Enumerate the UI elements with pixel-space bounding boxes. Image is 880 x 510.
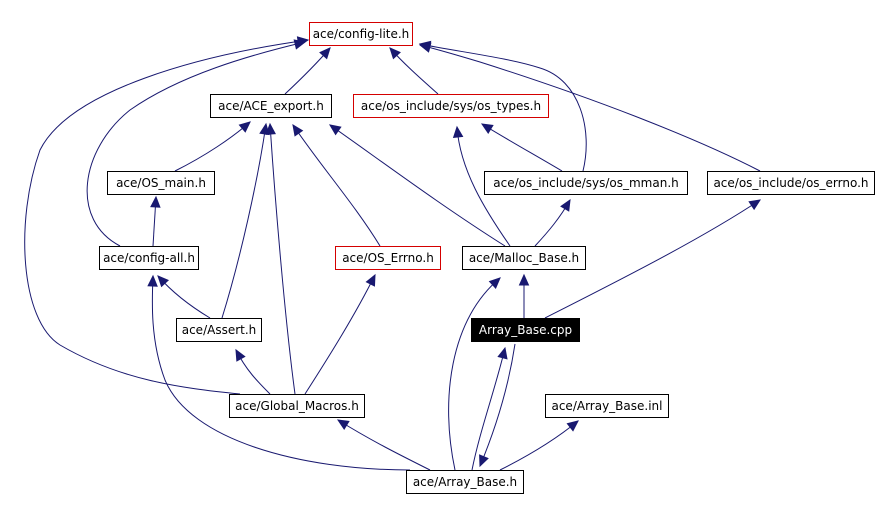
- edge-global-macros-to-os-errno: [304, 274, 376, 395]
- node-malloc-base[interactable]: ace/Malloc_Base.h: [462, 246, 586, 270]
- edge-os-types-to-config-lite-arrowhead: [389, 47, 401, 60]
- edge-assert-to-config-all-arrowhead: [157, 275, 170, 288]
- edge-global-macros-to-assert-arrowhead: [235, 348, 246, 362]
- edge-array-base-h-to-array-base-inl: [499, 420, 579, 471]
- edge-array-base-cpp-to-array-base-h: [479, 343, 516, 467]
- edge-array-base-h-to-global-macros-arrowhead: [336, 419, 350, 430]
- edge-config-all-to-config-lite: [86, 41, 306, 247]
- edge-array-base-cpp-to-array-base-h-arrowhead: [479, 454, 489, 468]
- edge-global-macros-to-config-all: [24, 39, 309, 395]
- node-os-errno-include[interactable]: ace/os_include/os_errno.h: [707, 171, 875, 195]
- edge-global-macros-to-config-all-arrowhead: [296, 36, 310, 47]
- edge-os-main-to-ace-export-arrowhead: [238, 121, 251, 133]
- node-os-types[interactable]: ace/os_include/sys/os_types.h: [353, 94, 549, 118]
- edge-array-base-h-to-config-all-arrowhead: [147, 274, 158, 287]
- edge-os-errno-include-to-config-lite-arrowhead: [418, 42, 432, 53]
- edge-array-base-h-to-global-macros: [337, 419, 431, 471]
- edge-config-all-to-os-main-arrowhead: [150, 195, 161, 208]
- node-os-main[interactable]: ace/OS_main.h: [107, 171, 215, 195]
- edge-os-errno-to-ace-export-arrowhead: [292, 123, 304, 137]
- node-config-all[interactable]: ace/config-all.h: [99, 246, 199, 270]
- edge-os-errno-to-ace-export: [292, 124, 381, 247]
- node-config-lite[interactable]: ace/config-lite.h: [309, 22, 413, 46]
- edge-array-base-h-to-malloc-base: [448, 277, 501, 471]
- node-assert[interactable]: ace/Assert.h: [176, 318, 262, 342]
- edge-malloc-base-to-os-types: [456, 126, 511, 247]
- node-ace-export[interactable]: ace/ACE_export.h: [210, 94, 332, 118]
- node-array-base-cpp[interactable]: Array_Base.cpp: [471, 318, 580, 342]
- edge-array-base-h-to-config-all: [151, 275, 411, 471]
- edge-malloc-base-to-os-types-arrowhead: [452, 125, 464, 139]
- node-os-mman[interactable]: ace/os_include/sys/os_mman.h: [484, 171, 688, 195]
- edge-global-macros-to-os-errno-arrowhead: [365, 273, 376, 287]
- edge-array-base-h-to-malloc-base-arrowhead: [488, 277, 501, 289]
- node-global-macros[interactable]: ace/Global_Macros.h: [229, 394, 365, 418]
- edge-malloc-base-to-os-mman-arrowhead: [560, 198, 571, 212]
- node-array-base-h[interactable]: ace/Array_Base.h: [406, 470, 524, 494]
- node-array-base-inl[interactable]: ace/Array_Base.inl: [545, 394, 669, 418]
- node-os-errno[interactable]: ace/OS_Errno.h: [335, 246, 441, 270]
- edge-os-main-to-ace-export: [174, 121, 251, 172]
- edge-global-macros-to-ace-export: [269, 123, 296, 395]
- edge-array-base-cpp-to-malloc-base-arrowhead: [518, 273, 530, 286]
- edge-global-macros-to-ace-export-arrowhead: [265, 122, 276, 135]
- edge-array-base-h-to-array-base-inl-arrowhead: [566, 420, 579, 432]
- edge-assert-to-ace-export: [221, 123, 267, 319]
- edge-os-mman-to-os-types: [481, 123, 563, 172]
- edge-os-errno-include-to-config-lite: [419, 44, 761, 172]
- edge-os-mman-to-os-types-arrowhead: [480, 123, 494, 134]
- edge-malloc-base-to-ace-export: [329, 124, 506, 247]
- edge-os-mman-to-config-lite: [419, 43, 587, 172]
- edge-array-base-h-to-array-base-cpp: [471, 347, 506, 471]
- edge-array-base-cpp-to-os-errno-include: [544, 199, 761, 319]
- edge-array-base-h-to-array-base-cpp-arrowhead: [497, 346, 508, 360]
- edge-array-base-cpp-to-os-errno-include-arrowhead: [748, 199, 762, 211]
- edge-ace-export-to-config-lite-arrowhead: [319, 47, 331, 60]
- edge-malloc-base-to-ace-export-arrowhead: [329, 124, 342, 136]
